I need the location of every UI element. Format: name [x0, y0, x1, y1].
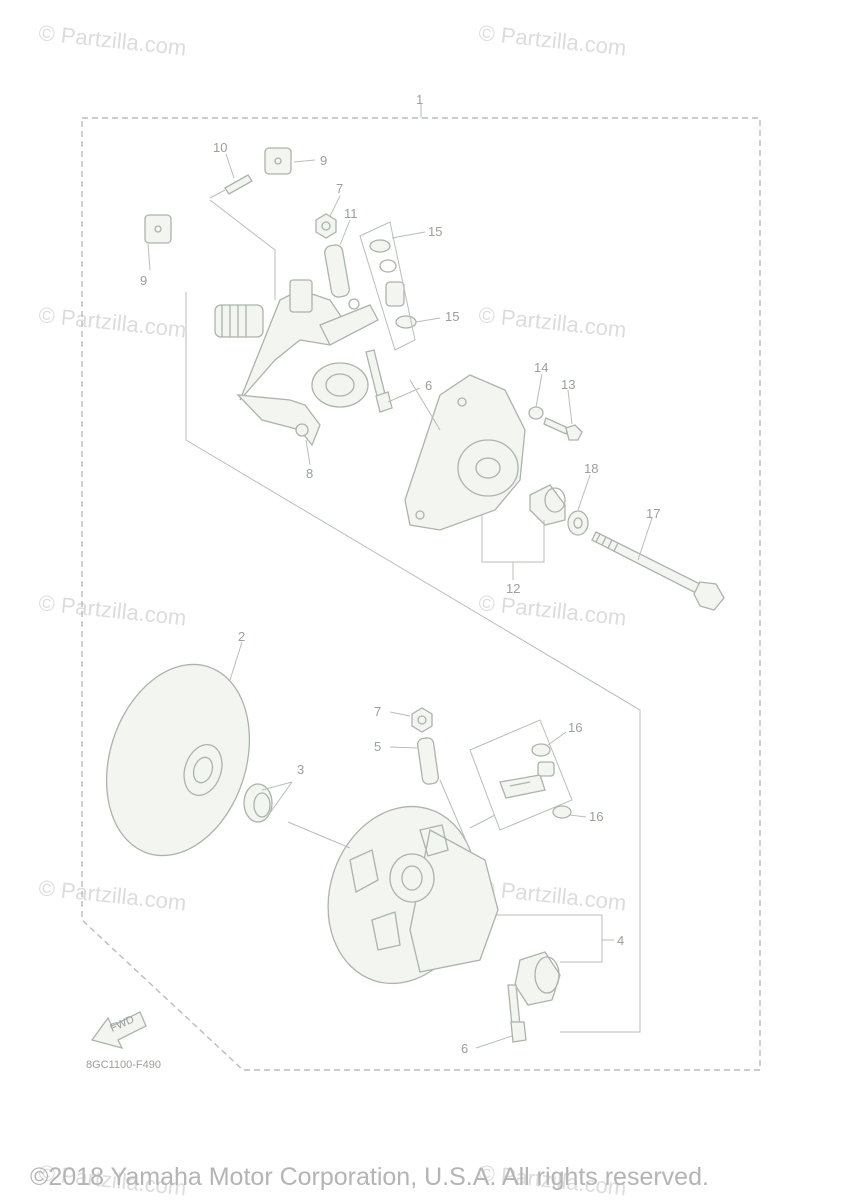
bushing-part: [529, 484, 566, 526]
leader-lines: [147, 153, 653, 1049]
cover-part: [404, 374, 526, 531]
watermark: © Partzilla.com: [37, 875, 187, 915]
long-bolt-part: [591, 531, 725, 611]
upper-group-frame: [185, 292, 641, 1033]
copyright-notice: ©2018 Yamaha Motor Corporation, U.S.A. A…: [30, 1163, 709, 1191]
callout-7: 7: [336, 181, 343, 196]
callout-9: 9: [140, 273, 147, 288]
callout-9: 9: [320, 153, 327, 168]
callout-labels: 1 10 9 9 7 11 15 15 6 8 14 13 18 17 12 2…: [140, 92, 660, 1056]
callout-7: 7: [374, 704, 381, 719]
callout-1: 1: [416, 92, 423, 107]
moveable-sheave-part: [327, 805, 499, 985]
washer-part: [528, 406, 544, 420]
watermark: © Partzilla.com: [37, 590, 187, 630]
watermark: © Partzilla.com: [37, 20, 187, 60]
roller-part: [359, 221, 417, 351]
sheave-part: [105, 663, 251, 857]
callout-11: 11: [344, 206, 358, 221]
collar-lower-part: [417, 737, 439, 785]
callout-17: 17: [646, 506, 660, 521]
weight-group-frame: [209, 199, 276, 300]
collar-part: [324, 244, 350, 298]
callout-8: 8: [306, 466, 313, 481]
callout-14: 14: [534, 360, 548, 375]
callout-15: 15: [445, 309, 459, 324]
bolt-part: [365, 349, 393, 413]
watermark: © Partzilla.com: [37, 302, 187, 342]
assembly-outline: [81, 117, 761, 1071]
callout-4: 4: [617, 933, 624, 948]
callout-16: 16: [589, 809, 603, 824]
weight-part: [144, 147, 292, 244]
watermark: © Partzilla.com: [477, 302, 627, 342]
fwd-arrow-icon: FWD: [90, 1011, 147, 1049]
callout-13: 13: [561, 377, 575, 392]
nut-lower-part: [411, 707, 433, 733]
slider-part: [469, 719, 573, 831]
callout-6: 6: [425, 378, 432, 393]
nut-part: [315, 213, 337, 239]
callout-3: 3: [297, 762, 304, 777]
arm-part: [319, 298, 379, 346]
bushing-lower-part: [514, 951, 561, 1006]
spider-part: [214, 279, 369, 447]
drawing-code: 8GC1100-F490: [86, 1059, 161, 1071]
callout-5: 5: [374, 739, 381, 754]
callout-16: 16: [568, 720, 582, 735]
bolt-lower-part: [507, 984, 527, 1043]
callout-2: 2: [238, 629, 245, 644]
callout-12: 12: [506, 581, 520, 596]
bearing-part: [243, 783, 273, 823]
callout-6: 6: [461, 1041, 468, 1056]
watermark: © Partzilla.com: [477, 590, 627, 630]
screw-part: [543, 417, 583, 441]
watermark: © Partzilla.com: [477, 20, 627, 60]
callout-15: 15: [428, 224, 442, 239]
pin-part: [209, 174, 253, 199]
watermark: © Partzilla.com: [477, 875, 627, 915]
thrust-washer-part: [567, 510, 589, 536]
callout-10: 10: [213, 140, 227, 155]
callout-18: 18: [584, 461, 598, 476]
